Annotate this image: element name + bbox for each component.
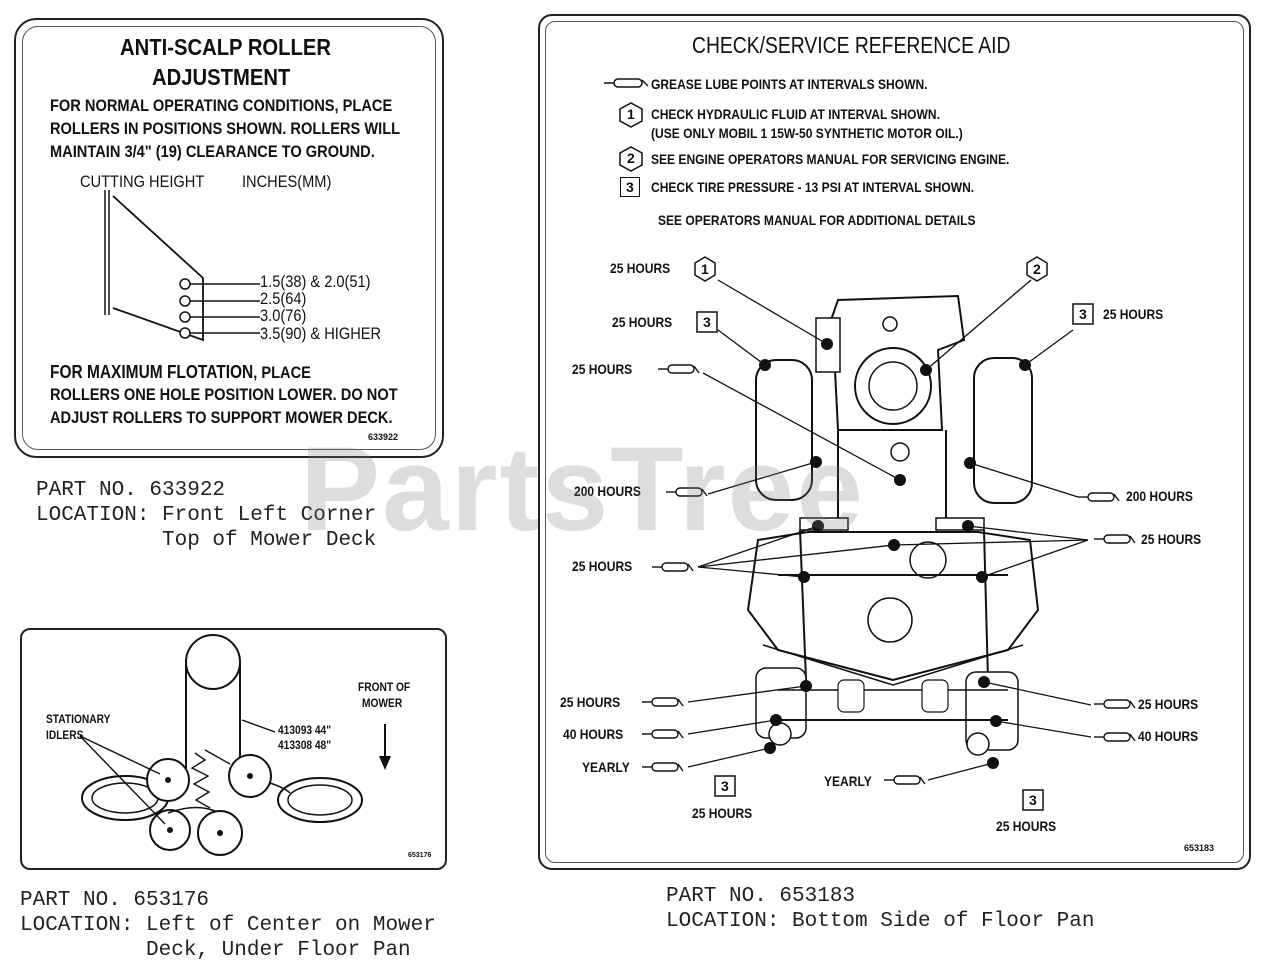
part-number-653176: PART NO. 653176 [20, 889, 210, 912]
legend-tire: CHECK TIRE PRESSURE - 13 PSI AT INTERVAL… [651, 179, 975, 195]
grease-fitting-icon [604, 78, 648, 88]
anti-scalp-line-3: MAINTAIN 3/4" (19) CLEARANCE TO GROUND. [50, 142, 375, 161]
legend-square-3-number: 3 [626, 179, 634, 195]
roller-leader-lines [190, 283, 260, 334]
marker-square-3-right-top: 3 [1079, 306, 1087, 322]
label-25-hours-hydraulic: 25 HOURS [610, 260, 671, 276]
location-633922-line-2: Top of Mower Deck [36, 529, 377, 552]
decal-anti-scalp-inner-border [22, 26, 436, 450]
decal-belt-routing [20, 628, 447, 870]
stationary-idlers-label-1: STATIONARY [46, 712, 111, 726]
square-3-icon [620, 177, 640, 197]
decal-check-service [538, 14, 1251, 870]
location-653176-line-2: Deck, Under Floor Pan [20, 939, 411, 962]
max-flotation-bold: FOR MAXIMUM FLOTATION [50, 362, 254, 382]
label-200-hours-right: 200 HOURS [1126, 488, 1193, 504]
label-200-hours-left: 200 HOURS [574, 483, 641, 499]
hexagon-1-icon [619, 102, 643, 128]
marker-hex-1-left: 1 [701, 261, 709, 277]
hexagon-2-icon [619, 146, 643, 172]
cutting-height-header: CUTTING HEIGHT [80, 172, 205, 191]
belt-number-44: 413093 44" [278, 723, 332, 737]
label-40-hours-front-left: 40 HOURS [563, 726, 624, 742]
legend-grease: GREASE LUBE POINTS AT INTERVALS SHOWN. [651, 76, 928, 92]
marker-square-3-left-bottom: 3 [721, 778, 729, 794]
mower-service-diagram [641, 256, 1136, 811]
anti-scalp-title-2: ADJUSTMENT [152, 64, 291, 90]
decal-code-633922: 633922 [368, 432, 399, 442]
label-25-hours-caster-right: 25 HOURS [996, 818, 1057, 834]
label-25-hours-front-left: 25 HOURS [560, 694, 621, 710]
marker-hex-2: 2 [1033, 261, 1041, 277]
label-yearly-left: YEARLY [582, 759, 630, 775]
inches-mm-header: INCHES(MM) [242, 172, 332, 191]
marker-square-3-right-bottom: 3 [1029, 792, 1037, 808]
label-25-hours-tire-right: 25 HOURS [1103, 306, 1164, 322]
label-25-hours-caster-left: 25 HOURS [692, 805, 753, 821]
location-653183: LOCATION: Bottom Side of Floor Pan [666, 910, 1095, 933]
legend-hex-2-number: 2 [627, 150, 635, 166]
marker-square-3-left-top: 3 [703, 314, 711, 330]
front-of-mower-label-1: FRONT OF [358, 680, 411, 694]
anti-scalp-title-1: ANTI-SCALP ROLLER [120, 34, 332, 60]
max-flotation-line-2: ROLLERS ONE HOLE POSITION LOWER. DO NOT [50, 385, 398, 404]
max-flotation-line-1: FOR MAXIMUM FLOTATION, PLACE [50, 362, 311, 383]
legend-see-manual: SEE OPERATORS MANUAL FOR ADDITIONAL DETA… [658, 212, 976, 228]
roller-position-2: 2.5(64) [260, 289, 307, 308]
legend-hydraulic-1: CHECK HYDRAULIC FLUID AT INTERVAL SHOWN. [651, 106, 940, 122]
front-of-mower-label-2: MOWER [362, 696, 403, 710]
anti-scalp-line-2: ROLLERS IN POSITIONS SHOWN. ROLLERS WILL [50, 119, 401, 138]
roller-position-3: 3.0(76) [260, 306, 307, 325]
part-number-653183: PART NO. 653183 [666, 885, 856, 908]
anti-scalp-line-1: FOR NORMAL OPERATING CONDITIONS, PLACE [50, 96, 393, 115]
legend-hex-1-number: 1 [627, 106, 635, 122]
decal-check-service-inner-border [545, 21, 1244, 863]
label-25-hours-tire-left: 25 HOURS [612, 314, 673, 330]
legend-hydraulic-2: (USE ONLY MOBIL 1 15W-50 SYNTHETIC MOTOR… [651, 125, 963, 141]
belt-routing-diagram [79, 634, 391, 856]
belt-number-48: 413308 48" [278, 738, 332, 752]
max-flotation-rest: , PLACE [253, 363, 311, 382]
max-flotation-line-3: ADJUST ROLLERS TO SUPPORT MOWER DECK. [50, 408, 393, 427]
part-number-633922: PART NO. 633922 [36, 479, 226, 502]
label-25-hours-deck-left: 25 HOURS [572, 558, 633, 574]
decal-code-653176: 653176 [408, 852, 432, 859]
label-yearly-center: YEARLY [824, 773, 872, 789]
label-25-hours-deck-right: 25 HOURS [1141, 531, 1202, 547]
stationary-idlers-label-2: IDLERS [46, 728, 84, 742]
location-633922-line-1: LOCATION: Front Left Corner [36, 504, 377, 527]
legend-engine: SEE ENGINE OPERATORS MANUAL FOR SERVICIN… [651, 151, 1010, 167]
check-service-title: CHECK/SERVICE REFERENCE AID [692, 32, 1011, 58]
label-25-hours-engine-grease: 25 HOURS [572, 361, 633, 377]
decal-code-653183: 653183 [1184, 843, 1215, 853]
label-25-hours-front-right: 25 HOURS [1138, 696, 1199, 712]
decal-anti-scalp [14, 18, 444, 458]
location-653176-line-1: LOCATION: Left of Center on Mower [20, 914, 436, 937]
roller-position-4: 3.5(90) & HIGHER [260, 324, 382, 343]
roller-position-1: 1.5(38) & 2.0(51) [260, 272, 371, 291]
label-40-hours-front-right: 40 HOURS [1138, 728, 1199, 744]
